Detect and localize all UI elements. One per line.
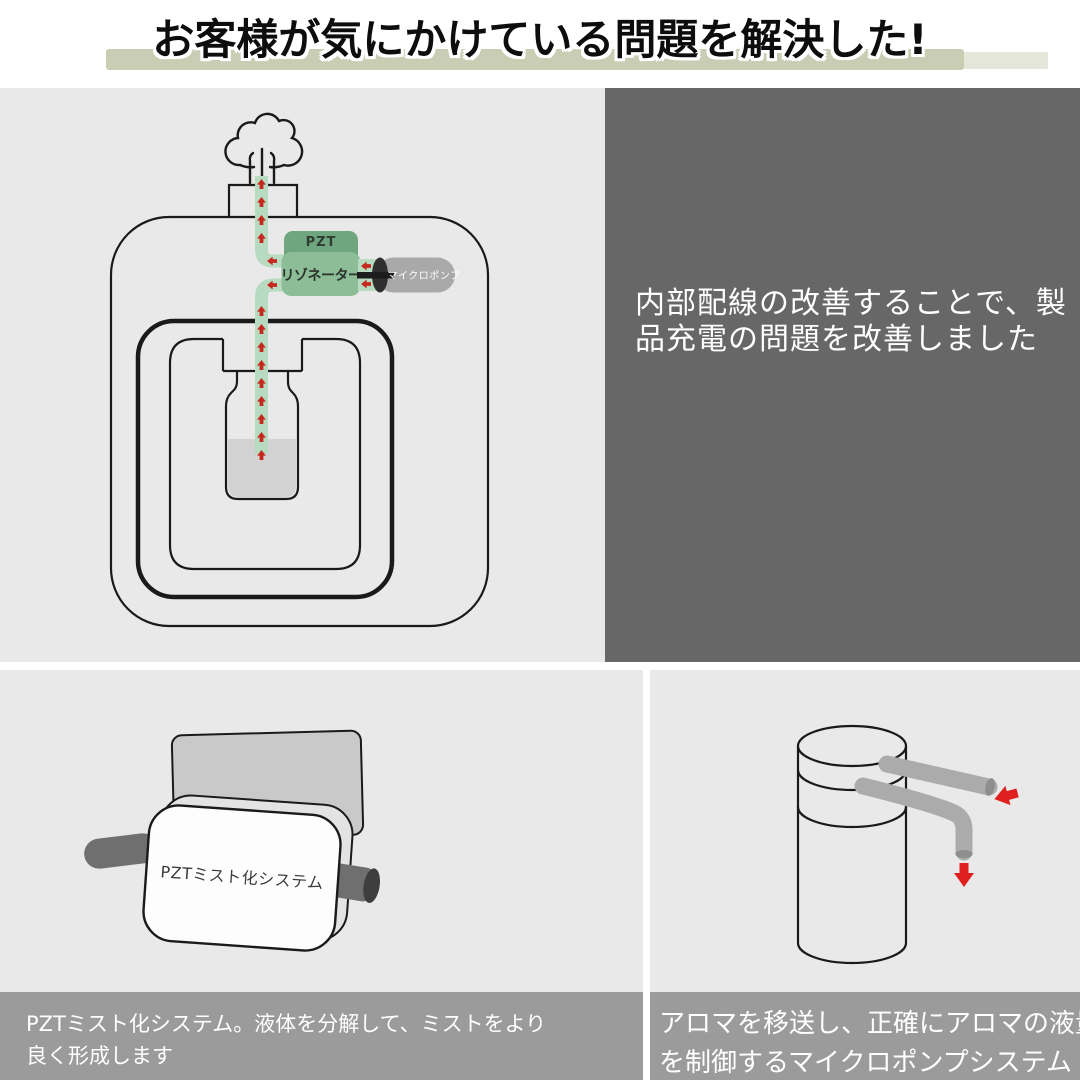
improvement-text-line1: 内部配線の改善することで、製 bbox=[635, 286, 1067, 321]
pzt-module-illustration: PZTミスト化システム bbox=[84, 729, 380, 952]
title-highlight-band-tail bbox=[962, 52, 1048, 69]
improvement-text-line2: 品充電の問題を改善しました bbox=[635, 322, 1038, 357]
pump-tube-out bbox=[854, 777, 973, 861]
pzt-caption: PZTミスト化システム。液体を分解して、ミストをより 良く形成します bbox=[0, 992, 643, 1080]
page-title: お客様が気にかけている問題を解決した! bbox=[152, 15, 928, 64]
pump-tube-in bbox=[878, 755, 998, 796]
pzt-label: PZT bbox=[306, 235, 337, 250]
pump-caption-line2: を制御するマイクロポンプシステム bbox=[659, 1048, 1072, 1078]
improvement-text: 内部配線の改善することで、製 品充電の問題を改善しました bbox=[635, 286, 1067, 358]
aroma-bottle bbox=[224, 371, 300, 501]
pzt-caption-line2: 良く形成します bbox=[26, 1044, 173, 1068]
pump-bottle-illustration bbox=[796, 724, 1021, 965]
aroma-liquid bbox=[228, 439, 296, 497]
header: お客様が気にかけている問題を解決した! bbox=[0, 0, 1080, 88]
micro-pump: マイクロポンプ bbox=[357, 257, 461, 293]
pump-tube-out-cap bbox=[955, 850, 973, 858]
aroma-cylinder bbox=[796, 724, 908, 965]
pump-caption: アロマを移送し、正確にアロマの液量 を制御するマイクロポンプシステム bbox=[650, 992, 1080, 1080]
resonator-label: リゾネーター bbox=[281, 267, 362, 284]
resonator-block bbox=[281, 252, 361, 296]
device-outer-body bbox=[109, 215, 490, 628]
device-inner-shell bbox=[168, 337, 362, 571]
pzt-caption-line1: PZTミスト化システム。液体を分解して、ミストをより bbox=[26, 1012, 547, 1036]
improvement-text-panel: 内部配線の改善することで、製 品充電の問題を改善しました bbox=[605, 88, 1080, 662]
diagram-panel: PZT リゾネーター マイクロポンプ bbox=[0, 88, 605, 662]
pump-caption-line1: アロマを移送し、正確にアロマの液量 bbox=[659, 1009, 1080, 1039]
module-front-face bbox=[142, 804, 342, 952]
mist-cloud-icon bbox=[224, 112, 304, 189]
module-left-rod bbox=[84, 833, 158, 869]
pump-system-panel: アロマを移送し、正確にアロマの液量 を制御するマイクロポンプシステム bbox=[650, 670, 1080, 1080]
title-highlight-band bbox=[106, 49, 964, 70]
pzt-module-panel: PZTミスト化システム PZTミスト化システム。液体を分解して、ミストをより 良… bbox=[0, 670, 643, 1080]
diffuser-schematic: PZT リゾネーター マイクロポンプ bbox=[109, 112, 490, 628]
pump-tube-in-cap bbox=[985, 778, 995, 796]
micro-pump-label: マイクロポンプ bbox=[388, 270, 461, 282]
